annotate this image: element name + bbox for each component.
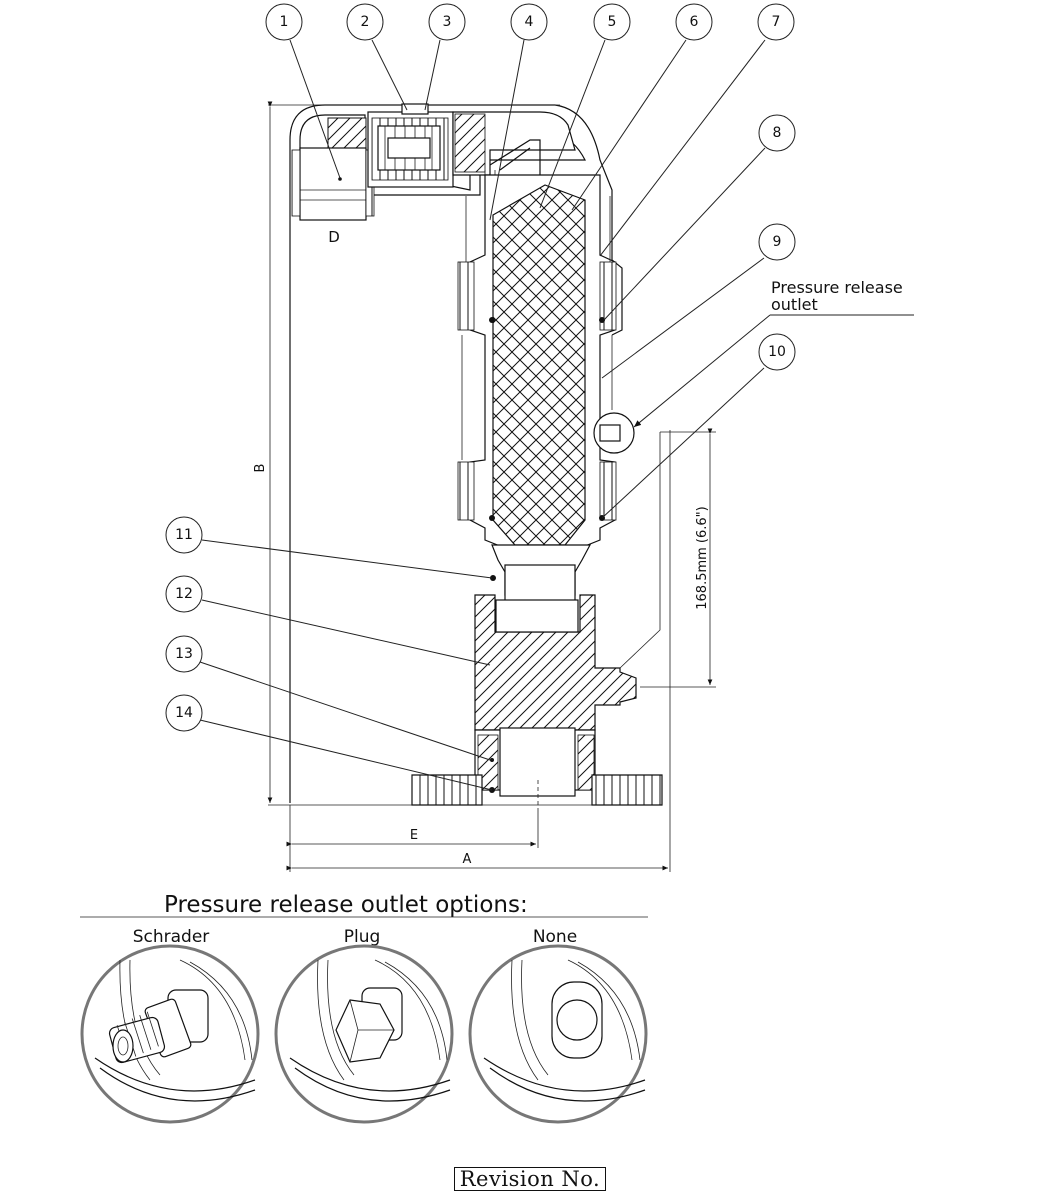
option-none: None <box>468 927 648 1124</box>
svg-text:6: 6 <box>690 14 699 30</box>
balloon-9: 9 <box>601 223 796 379</box>
option-schrader: Schrader <box>80 927 260 1124</box>
part-balloons: 1 2 3 4 5 6 7 <box>165 3 796 791</box>
svg-text:10: 10 <box>768 344 786 360</box>
callout-line1: Pressure release <box>771 278 903 297</box>
svg-text:14: 14 <box>175 705 193 721</box>
svg-text:3: 3 <box>443 14 452 30</box>
balloon-5: 5 <box>539 3 631 209</box>
svg-text:13: 13 <box>175 646 193 662</box>
balloon-1: 1 <box>265 3 341 179</box>
svg-text:9: 9 <box>773 234 782 250</box>
svg-text:5: 5 <box>608 14 617 30</box>
option-schrader-label: Schrader <box>133 927 210 947</box>
svg-text:7: 7 <box>772 14 781 30</box>
option-plug-label: Plug <box>344 927 381 947</box>
schrader-valve-icon <box>108 1011 166 1064</box>
balloon-14: 14 <box>165 694 493 791</box>
assembly-section-view <box>268 103 663 812</box>
option-none-label: None <box>533 927 577 947</box>
balloon-4: 4 <box>489 3 548 221</box>
options-title: Pressure release outlet options: <box>164 892 528 918</box>
none-boss-icon <box>551 981 603 1059</box>
outlet-options: Pressure release outlet options: Schrade… <box>80 892 648 1124</box>
dim-a-label: A <box>463 852 472 867</box>
dim-e-label: E <box>410 828 418 843</box>
balloon-12: 12 <box>165 575 491 666</box>
option-plug: Plug <box>274 927 454 1124</box>
balloon-8: 8 <box>603 114 796 321</box>
pressure-release-callout: Pressure release outlet <box>633 278 914 428</box>
svg-text:11: 11 <box>175 527 193 543</box>
bottom-port <box>499 727 576 797</box>
balloon-2: 2 <box>346 3 408 111</box>
svg-text:12: 12 <box>175 586 193 602</box>
balloon-10: 10 <box>601 333 796 519</box>
balloon-11: 11 <box>165 516 493 579</box>
svg-text:1: 1 <box>280 14 289 30</box>
port-d-label: D <box>328 228 340 246</box>
revision-number-box: Revision No. <box>454 1167 606 1191</box>
balloon-3: 3 <box>424 3 466 111</box>
balloon-7: 7 <box>599 3 795 257</box>
svg-text:2: 2 <box>361 14 370 30</box>
svg-text:8: 8 <box>773 125 782 141</box>
balloon-13: 13 <box>165 635 491 761</box>
dimension-lines: B E A 168.5mm (6.6") D <box>253 101 716 872</box>
dim-height-label: 168.5mm (6.6") <box>695 506 710 609</box>
base-flange <box>411 774 483 806</box>
filter-element <box>492 184 586 546</box>
svg-text:4: 4 <box>525 14 534 30</box>
callout-line2: outlet <box>771 295 818 314</box>
dim-b-label: B <box>253 464 268 473</box>
plug-hex-icon <box>335 999 395 1063</box>
balloon-6: 6 <box>571 3 713 211</box>
